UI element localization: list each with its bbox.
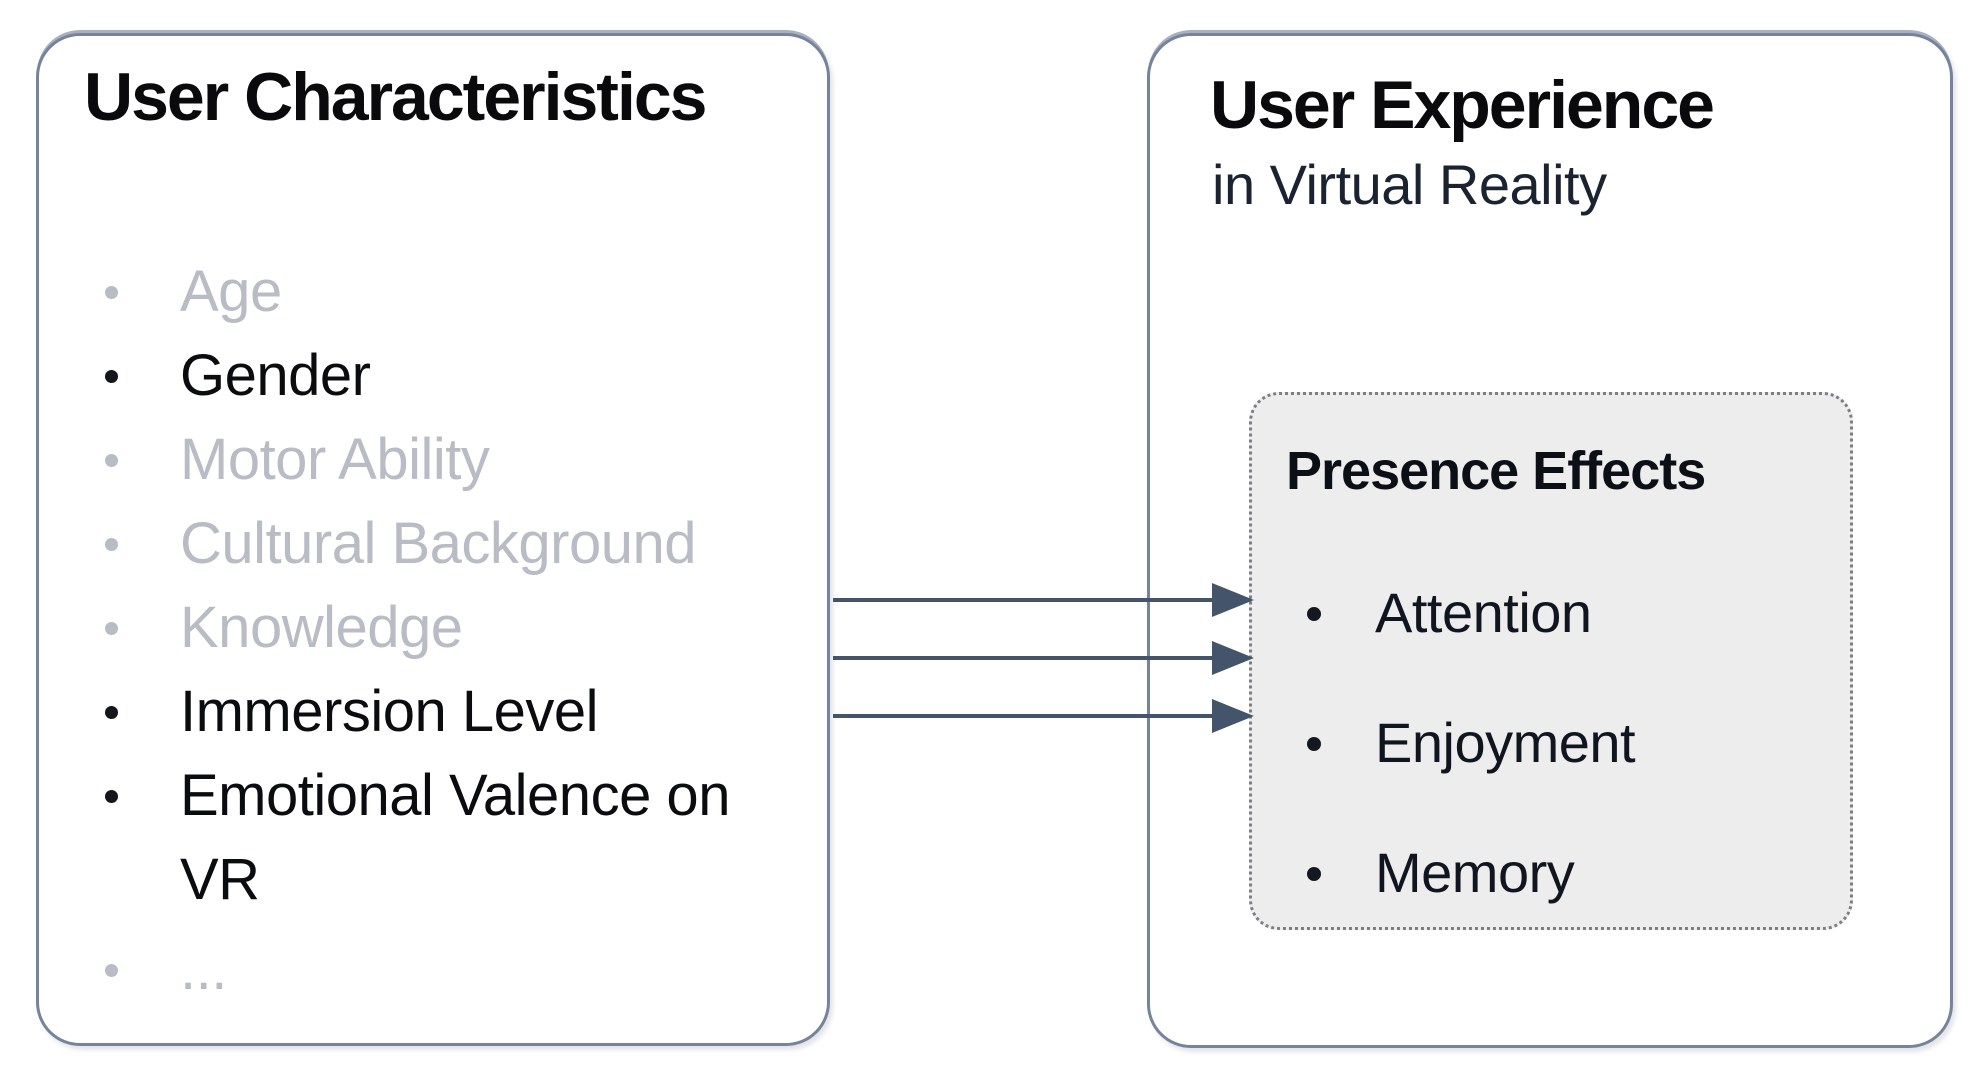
presence-list-item: Attention <box>1249 548 1809 678</box>
presence-list-item: Enjoyment <box>1249 678 1809 808</box>
bullet-icon <box>105 538 118 551</box>
bullet-icon <box>105 706 118 719</box>
characteristic-label: ... <box>180 937 227 1002</box>
presence-effects-panel <box>1249 392 1853 930</box>
bullet-icon <box>105 286 118 299</box>
bullet-icon <box>1307 607 1321 621</box>
bullet-icon <box>1307 737 1321 751</box>
characteristic-label: Age <box>180 259 282 324</box>
user-characteristics-box <box>36 33 830 1046</box>
bullet-icon <box>105 454 118 467</box>
bullet-icon <box>105 964 118 977</box>
characteristic-label: Immersion Level <box>180 679 598 744</box>
characteristic-list-item: Emotional Valence on VR <box>39 754 799 922</box>
characteristic-label: Knowledge <box>180 595 463 660</box>
presence-effect-label: Attention <box>1375 581 1592 644</box>
characteristic-list-item: ... <box>39 928 799 1012</box>
user-characteristics-list: Age Gender Motor Ability Cultural Backgr… <box>39 250 799 1012</box>
characteristic-list-item: Gender <box>39 334 799 418</box>
characteristic-list-item: Motor Ability <box>39 418 799 502</box>
characteristic-list-item: Cultural Background <box>39 502 799 586</box>
characteristic-label: Cultural Background <box>180 511 697 576</box>
bullet-icon <box>105 790 118 803</box>
presence-list-item: Memory <box>1249 808 1809 938</box>
bullet-icon <box>105 622 118 635</box>
characteristic-list-item: Age <box>39 250 799 334</box>
presence-effect-label: Enjoyment <box>1375 711 1636 774</box>
user-experience-subtitle: in Virtual Reality <box>1212 153 1607 216</box>
user-experience-title: User Experience <box>1210 67 1715 143</box>
characteristic-list-item: Knowledge <box>39 586 799 670</box>
user-characteristics-title: User Characteristics <box>84 59 707 135</box>
characteristic-label: Emotional Valence on VR <box>180 763 730 912</box>
presence-effects-list: Attention Enjoyment Memory <box>1249 548 1809 938</box>
characteristic-list-item: Immersion Level <box>39 670 799 754</box>
characteristic-label: Motor Ability <box>180 427 490 492</box>
presence-effects-title: Presence Effects <box>1286 441 1706 501</box>
presence-effect-label: Memory <box>1375 841 1575 904</box>
bullet-icon <box>105 370 118 383</box>
bullet-icon <box>1307 867 1321 881</box>
characteristic-label: Gender <box>180 343 371 408</box>
